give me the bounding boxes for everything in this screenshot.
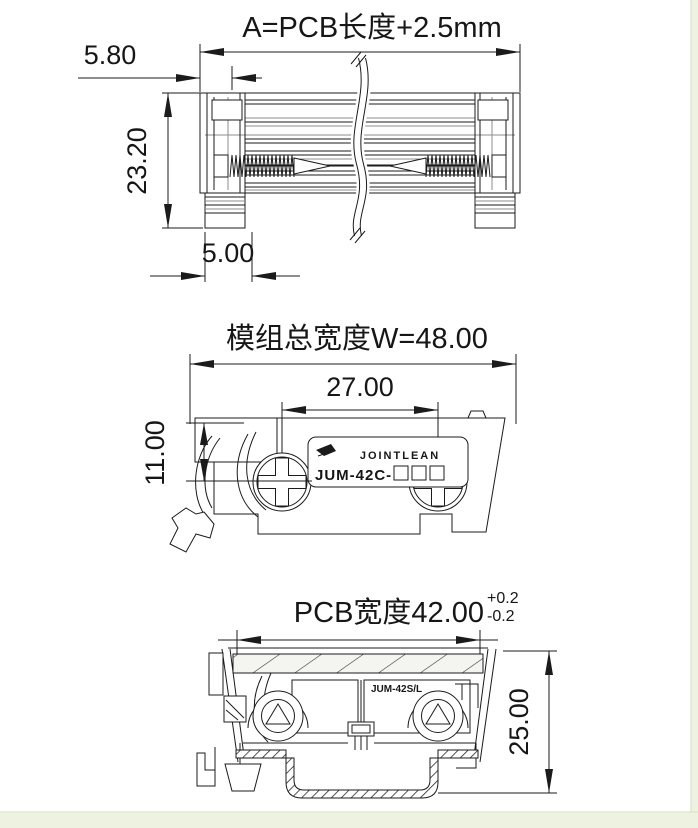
dim-left-offset: 5.80 xyxy=(78,40,262,90)
center-connector xyxy=(347,721,375,750)
dim-overall-length xyxy=(199,44,521,92)
top-bump xyxy=(467,410,487,419)
screw-left xyxy=(252,452,312,512)
dim-pcb-width xyxy=(218,630,498,656)
break-line xyxy=(349,51,372,244)
break-ticks xyxy=(349,51,367,244)
phillips-cross-left xyxy=(257,457,307,507)
dim-height-label: 23.20 xyxy=(122,127,152,195)
model-prefix-label: JUM-42C- xyxy=(315,467,392,484)
spring-cone-right xyxy=(389,157,427,175)
foot-left xyxy=(204,192,246,229)
boss-left xyxy=(247,690,309,742)
dim-left-offset-label: 5.80 xyxy=(84,40,137,70)
din-rail-section xyxy=(235,749,479,799)
middle-view-title: 模组总宽度W=48.00 xyxy=(226,322,488,355)
tolerance-plus: +0.2 xyxy=(487,590,519,607)
brand-label: JOINTLEAN xyxy=(360,450,440,462)
module-top-body xyxy=(199,51,521,244)
spring-cone-left xyxy=(293,157,331,175)
end-block-right xyxy=(474,93,514,193)
top-view: A=PCB长度+2.5mm 5.80 23.20 xyxy=(78,11,521,282)
section-body: JUM-42S/L xyxy=(196,647,497,799)
label-plate: JOINTLEAN JUM-42C- xyxy=(307,436,469,488)
tolerance-minus: -0.2 xyxy=(487,608,515,625)
jointlean-logo xyxy=(316,444,336,457)
boss-right xyxy=(407,690,469,742)
section-model-label: JUM-42S/L xyxy=(371,684,422,695)
dim-screw-spacing-label: 27.00 xyxy=(326,372,394,402)
page-margin-right xyxy=(691,0,698,828)
dim-foot-width: 5.00 xyxy=(150,232,300,282)
left-hook xyxy=(196,747,216,787)
dim-height: 23.20 xyxy=(122,92,203,229)
page-margin-bottom xyxy=(0,812,698,828)
pcb-bar xyxy=(232,653,484,674)
top-view-title: A=PCB长度+2.5mm xyxy=(242,11,501,44)
end-block-left xyxy=(206,93,246,193)
bottom-view-title: PCB宽度42.00 xyxy=(294,596,484,629)
dim-module-width xyxy=(189,354,517,424)
spring-right xyxy=(389,154,507,178)
bottom-view: PCB宽度42.00 +0.2 -0.2 xyxy=(196,590,557,799)
dim-top-to-screw-label: 11.00 xyxy=(140,420,170,486)
dim-foot-width-label: 5.00 xyxy=(202,238,255,268)
module-front-body: JOINTLEAN JUM-42C- xyxy=(169,410,506,553)
dim-section-height: 25.00 xyxy=(438,650,557,794)
dim-top-to-screw: 11.00 xyxy=(140,420,312,486)
model-placeholder-boxes xyxy=(393,465,445,481)
middle-view: 模组总宽度W=48.00 27.00 xyxy=(140,322,517,553)
din-clip xyxy=(169,431,267,553)
spring-left xyxy=(213,154,331,178)
foot-right xyxy=(474,192,516,229)
dim-section-height-label: 25.00 xyxy=(504,688,534,756)
left-foot xyxy=(224,763,262,792)
